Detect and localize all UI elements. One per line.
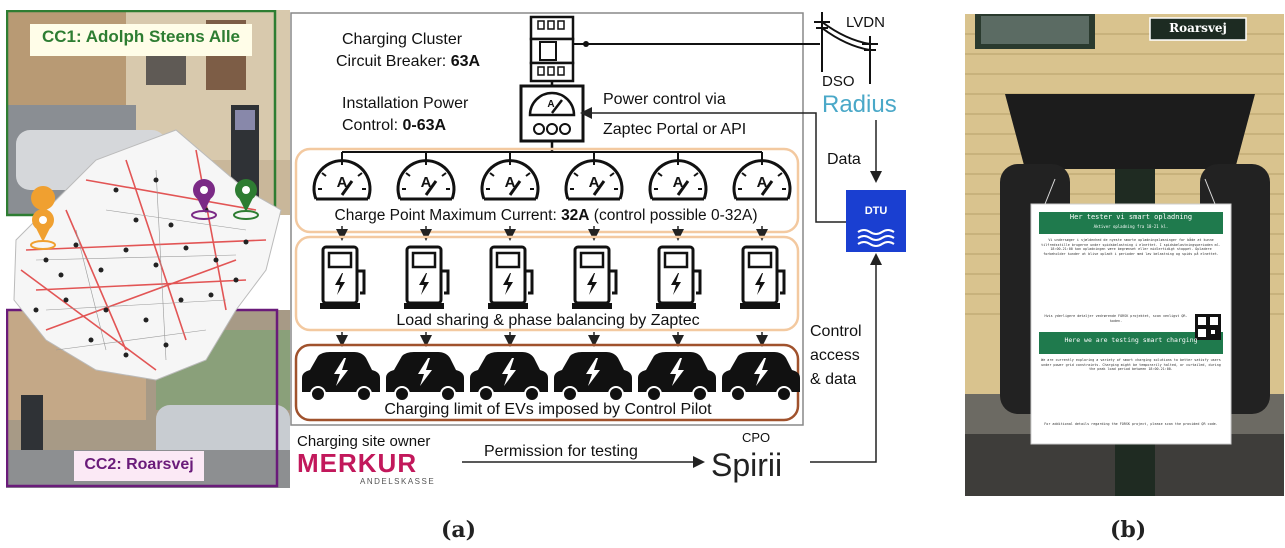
caption-a: (a) [441, 517, 477, 543]
merkur-logo-sub: ANDELSKASSE [360, 477, 435, 486]
breaker-label-line2: Circuit Breaker: 63A [336, 53, 481, 70]
merkur-logo: MERKUR [297, 448, 417, 478]
map-charging-points [33, 177, 249, 358]
charge-point-label: Charge Point Maximum Current: 32A (contr… [335, 207, 758, 224]
ev-charger-icon [738, 245, 786, 311]
cc2-label-box [74, 451, 204, 481]
electric-car-icon [385, 351, 465, 402]
ev-charger-icon [654, 245, 702, 311]
sign-body-en: We are currently exploring a variety of … [1041, 358, 1221, 371]
data-label: Data [827, 151, 861, 168]
electric-car-icon [301, 351, 381, 402]
chargers-row [318, 245, 786, 311]
radius-logo: Radius [822, 91, 897, 118]
power-control-line2: Zaptec Portal or API [603, 121, 746, 138]
electric-car-icon [637, 351, 717, 402]
charging-limit-label: Charging limit of EVs imposed by Control… [384, 401, 712, 418]
photo-composite-graphic [5, 9, 290, 488]
dtu-logo [846, 190, 906, 252]
control-label-line1: Control [810, 323, 862, 340]
control-arrow [580, 107, 846, 223]
gauge-letter: A [673, 174, 684, 191]
cc1-label: CC1: Adolph Steens Alle [41, 27, 241, 46]
cpo-label: CPO [742, 430, 770, 445]
ev-charger-icon [486, 245, 534, 311]
cc2-label: CC2: Roarsvej [84, 456, 194, 473]
sign-body-da: Vi undersøger i sjældenhed de nyeste sma… [1041, 238, 1221, 256]
gauge-letter: A [757, 174, 768, 191]
sign-header-sub: Aktiver opladning fra 18-21 kl. [1093, 224, 1169, 229]
electric-car-icon [553, 351, 633, 402]
spirii-logo: Spirii [711, 447, 782, 483]
caption-b: (b) [1110, 517, 1147, 543]
dso-label: DSO [822, 73, 855, 90]
sign-body-da2: Hvis yderligere detaljer vedrørende FORS… [1044, 314, 1188, 323]
diagram-frame [290, 12, 804, 426]
install-label-line1: Installation Power [342, 95, 469, 112]
sign-photo-graphic [965, 14, 1284, 496]
pin-purple-icon [191, 179, 217, 220]
ev-charger-icon [402, 245, 450, 311]
cc1-label-box [30, 24, 252, 56]
control-label-line3: & data [810, 371, 856, 388]
ev-charger-icon [318, 245, 366, 311]
gauge-letter: A [337, 174, 348, 191]
electric-car-icon [721, 351, 801, 402]
gauge-letter: A [505, 174, 516, 191]
gauge-letter: A [421, 174, 432, 191]
dtu-logo-text: DTU [865, 205, 888, 217]
control-access-arrow [810, 253, 882, 463]
power-line-icon [814, 12, 878, 84]
circuit-breaker-icon [529, 15, 575, 83]
gauges-row [312, 152, 792, 201]
street-sign: Roarsvej [1169, 21, 1227, 35]
load-sharing-label: Load sharing & phase balancing by Zaptec [396, 312, 699, 329]
sign-header: Her tester vi smart opladning [1069, 213, 1193, 221]
map-road-network [20, 149, 267, 371]
gauge-letter: A [589, 174, 600, 191]
lvdn-label: LVDN [846, 14, 885, 31]
charger-sign-photo: Roarsvej Her tester vi smart opladning A… [965, 14, 1284, 496]
breaker-label-line1: Charging Cluster [342, 31, 463, 48]
pin-orange-icon [30, 186, 56, 250]
load-sharing-box [294, 235, 800, 332]
meter-letter: A [547, 99, 554, 110]
charge-point-group-box [294, 147, 800, 234]
site-owner-label: Charging site owner [297, 433, 430, 450]
power-control-meter-icon [519, 84, 585, 143]
permission-label: Permission for testing [484, 443, 638, 460]
ev-charger-icon [570, 245, 618, 311]
control-label-line2: access [810, 347, 860, 364]
sign-header-en: Here we are testing smart charging [1064, 336, 1198, 344]
sign-body-en2: For additional details regarding the FOR… [1044, 422, 1218, 426]
electric-car-icon [469, 351, 549, 402]
power-control-line1: Power control via [603, 91, 726, 108]
install-label-line2: Control: 0-63A [342, 117, 446, 134]
cars-row [301, 351, 801, 402]
site-photo-composite: CC1: Adolph Steens Alle CC2: Roarsvej [5, 9, 290, 488]
pin-green-icon [233, 179, 259, 220]
